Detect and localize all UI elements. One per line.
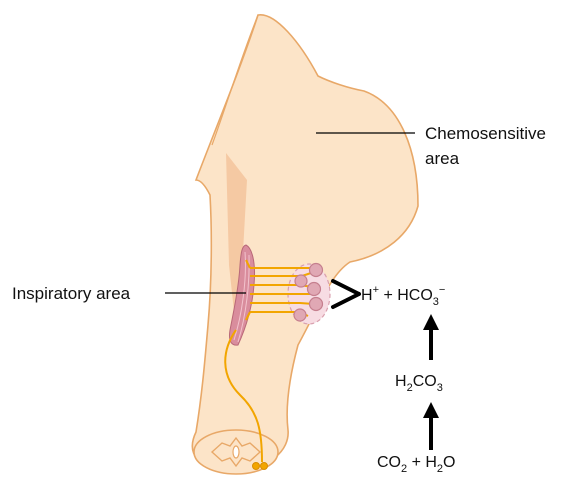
chemosensitive-label-line2: area xyxy=(425,149,460,168)
chemosensitive-label-line1: Chemosensitive xyxy=(425,124,546,143)
up-arrow-icon xyxy=(423,314,439,360)
carbonic-acid-label: H2CO3 xyxy=(395,373,443,394)
up-arrow-icon xyxy=(423,402,439,450)
central-canal xyxy=(233,446,239,458)
double-arrow-icon xyxy=(333,281,359,307)
bicarbonate-equation: H+ + HCO3− xyxy=(361,284,445,308)
co2-water-equation: CO2 + H2O xyxy=(377,454,456,475)
inspiratory-label: Inspiratory area xyxy=(12,284,131,303)
brainstem xyxy=(192,15,418,470)
